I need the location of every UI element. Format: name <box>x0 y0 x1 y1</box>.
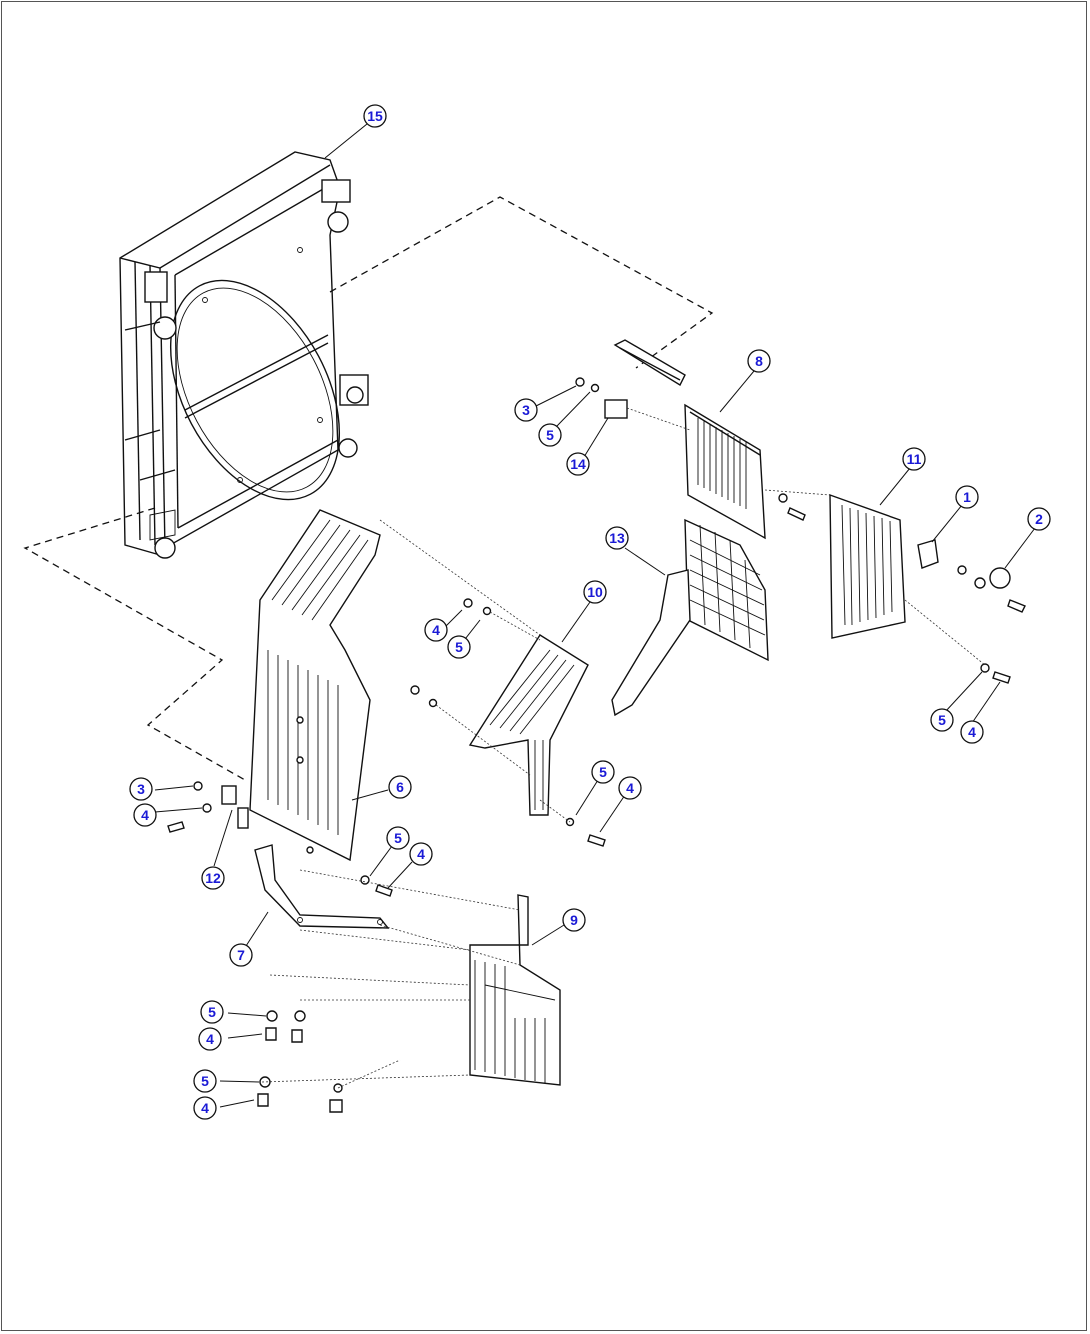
right-grille-panel <box>829 494 1026 684</box>
svg-text:2: 2 <box>1035 511 1043 527</box>
svg-text:9: 9 <box>570 912 578 928</box>
callout-11: 11 <box>902 447 926 471</box>
svg-text:5: 5 <box>938 712 946 728</box>
svg-text:5: 5 <box>394 830 402 846</box>
svg-text:14: 14 <box>570 456 586 472</box>
callout-7: 7 <box>229 943 253 967</box>
callout-5: 5 <box>447 635 471 659</box>
callout-4: 4 <box>424 618 448 642</box>
svg-text:4: 4 <box>206 1031 214 1047</box>
svg-text:15: 15 <box>367 108 383 124</box>
svg-text:10: 10 <box>587 584 603 600</box>
svg-text:7: 7 <box>237 947 245 963</box>
svg-text:12: 12 <box>205 870 221 886</box>
callout-9: 9 <box>562 908 586 932</box>
callout-balloons: 15 8 3 5 14 11 1 2 13 10 4 5 5 4 6 3 4 1… <box>129 104 1051 1120</box>
callout-5: 5 <box>386 826 410 850</box>
svg-text:13: 13 <box>609 530 625 546</box>
svg-text:4: 4 <box>417 846 425 862</box>
lower-grille-panel <box>269 869 561 1086</box>
callout-4: 4 <box>133 803 157 827</box>
svg-text:5: 5 <box>599 764 607 780</box>
svg-text:1: 1 <box>963 489 971 505</box>
callout-4: 4 <box>409 842 433 866</box>
svg-text:8: 8 <box>755 353 763 369</box>
callout-4: 4 <box>618 776 642 800</box>
callout-4: 4 <box>193 1096 217 1120</box>
callout-4: 4 <box>198 1027 222 1051</box>
callout-1: 1 <box>955 485 979 509</box>
svg-text:5: 5 <box>546 427 554 443</box>
svg-text:3: 3 <box>522 402 530 418</box>
assembly-reference-lines <box>23 196 714 781</box>
svg-text:3: 3 <box>137 781 145 797</box>
mesh-screen-panel <box>611 518 769 717</box>
left-shroud-panel <box>249 509 381 862</box>
callout-15: 15 <box>363 104 387 128</box>
clip-bracket-hardware <box>167 781 249 833</box>
callout-3: 3 <box>514 398 538 422</box>
callout-5: 5 <box>538 423 562 447</box>
callout-3: 3 <box>129 777 153 801</box>
callout-leaders <box>154 123 1036 1108</box>
svg-text:4: 4 <box>201 1100 209 1116</box>
callout-14: 14 <box>566 452 590 476</box>
svg-text:5: 5 <box>201 1073 209 1089</box>
callout-10: 10 <box>583 580 607 604</box>
callout-12: 12 <box>201 866 225 890</box>
callout-5: 5 <box>200 1000 224 1024</box>
upper-grille-panel <box>575 339 831 540</box>
callout-13: 13 <box>605 526 629 550</box>
angled-grille-panel <box>379 519 606 847</box>
callout-6: 6 <box>388 775 412 799</box>
callout-4: 4 <box>960 720 984 744</box>
lower-support-bracket <box>254 844 393 929</box>
callout-5: 5 <box>193 1069 217 1093</box>
svg-text:4: 4 <box>432 622 440 638</box>
lower-fasteners <box>257 1010 471 1113</box>
svg-text:4: 4 <box>141 807 149 823</box>
svg-text:5: 5 <box>455 639 463 655</box>
svg-text:5: 5 <box>208 1004 216 1020</box>
callout-5: 5 <box>591 760 615 784</box>
svg-text:6: 6 <box>396 779 404 795</box>
upper-grille-slots <box>697 418 747 509</box>
callout-5: 5 <box>930 708 954 732</box>
callout-2: 2 <box>1027 507 1051 531</box>
svg-text:11: 11 <box>907 451 922 467</box>
radiator-assembly <box>119 151 369 559</box>
svg-text:4: 4 <box>968 724 976 740</box>
svg-text:4: 4 <box>626 780 634 796</box>
callout-8: 8 <box>747 349 771 373</box>
